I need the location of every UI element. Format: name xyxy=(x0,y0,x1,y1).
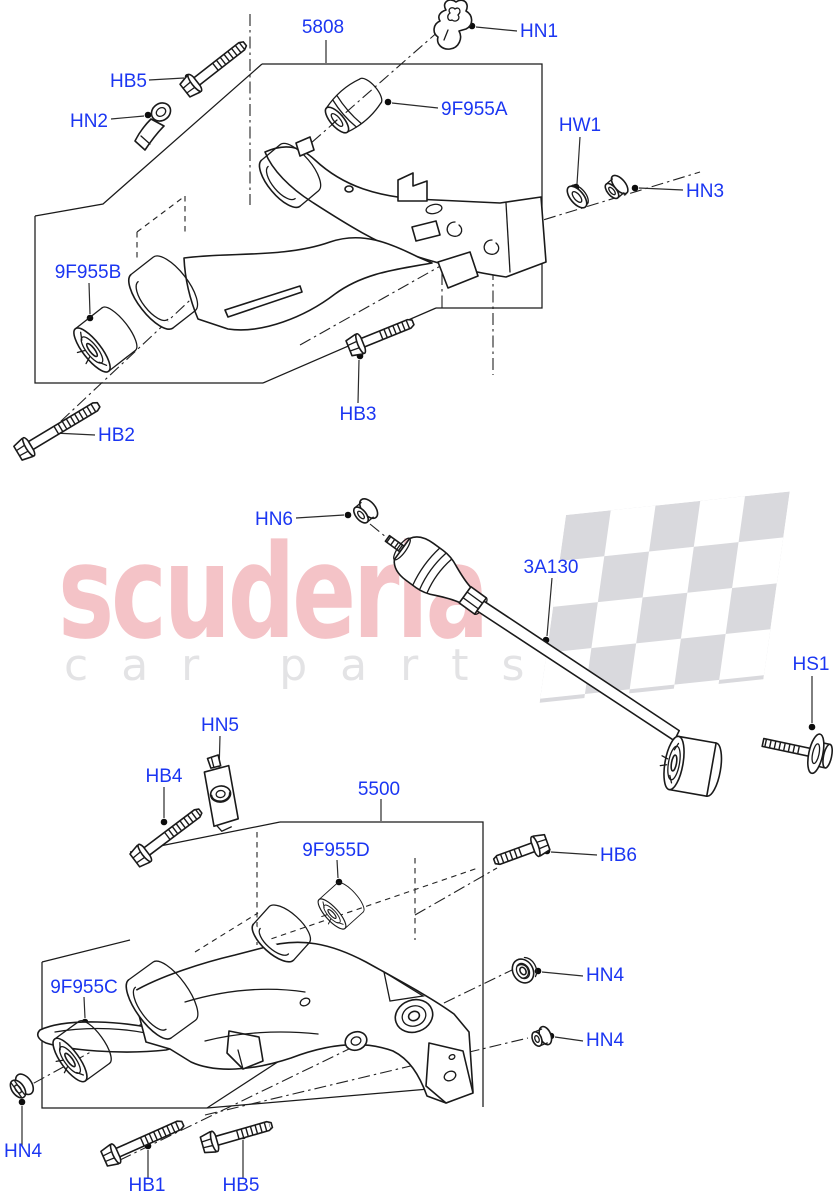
callout-3a130[interactable]: 3A130 xyxy=(524,557,579,578)
clip-nut-hn2 xyxy=(134,102,172,151)
cage-nut-hn5 xyxy=(203,754,240,833)
watermark-tagline: car parts xyxy=(64,640,558,691)
tie-rod-3a130 xyxy=(384,534,723,798)
bolt-hs1 xyxy=(761,733,834,775)
checkered-flag-watermark xyxy=(539,491,790,703)
bolt-hb6 xyxy=(492,833,551,866)
callout-hn2[interactable]: HN2 xyxy=(70,111,108,132)
callout-hn4-bottom-left[interactable]: HN4 xyxy=(4,1141,42,1162)
bushing-9f955a xyxy=(324,77,383,134)
nut-hn4-bottom-left xyxy=(9,1073,35,1099)
callout-hb2[interactable]: HB2 xyxy=(98,425,135,446)
bushing-9f955c xyxy=(52,1020,112,1083)
upper-control-arm xyxy=(128,136,547,331)
callout-9f955d[interactable]: 9F955D xyxy=(302,840,370,861)
nut-hn4-right-lower xyxy=(531,1025,553,1047)
callout-5808[interactable]: 5808 xyxy=(302,17,344,38)
callout-hb5-top[interactable]: HB5 xyxy=(110,71,147,92)
bolt-hb5-top xyxy=(179,41,248,98)
callout-5500[interactable]: 5500 xyxy=(358,779,400,800)
bolt-hb4 xyxy=(129,808,203,868)
callout-hn6[interactable]: HN6 xyxy=(255,509,293,530)
callout-9f955b[interactable]: 9F955B xyxy=(55,262,122,283)
callout-hn4-right-upper[interactable]: HN4 xyxy=(586,965,624,986)
bolt-hb5-bottom xyxy=(199,1120,274,1154)
callout-hn5[interactable]: HN5 xyxy=(201,715,239,736)
callout-hb5-bottom[interactable]: HB5 xyxy=(223,1175,260,1196)
callout-hn1[interactable]: HN1 xyxy=(520,21,558,42)
lower-control-arm xyxy=(36,904,474,1104)
washer-hw1 xyxy=(566,184,589,209)
nut-hn4-right-upper xyxy=(511,956,538,984)
callout-hb6[interactable]: HB6 xyxy=(600,845,637,866)
callout-9f955a[interactable]: 9F955A xyxy=(441,99,508,120)
callout-hn3[interactable]: HN3 xyxy=(686,181,724,202)
bolt-hb3 xyxy=(345,318,415,357)
nut-hn3 xyxy=(604,174,629,200)
bracket-hn1 xyxy=(433,0,473,50)
bolt-hb2 xyxy=(13,401,101,461)
bushing-9f955d xyxy=(317,882,365,930)
callout-hw1[interactable]: HW1 xyxy=(559,115,601,136)
callout-9f955c[interactable]: 9F955C xyxy=(50,977,118,998)
nut-hn6 xyxy=(352,498,379,524)
bolt-hb1 xyxy=(100,1120,185,1167)
callout-labels: 5808 HN1 HB5 HN2 9F955A HW1 HN3 9F955B H… xyxy=(4,17,829,1196)
bushing-9f955b xyxy=(73,306,138,373)
callout-hn4-right-lower[interactable]: HN4 xyxy=(586,1030,624,1051)
callout-hs1[interactable]: HS1 xyxy=(793,654,830,675)
callout-hb4[interactable]: HB4 xyxy=(146,766,183,787)
callout-hb1[interactable]: HB1 xyxy=(129,1175,166,1196)
callout-hb3[interactable]: HB3 xyxy=(340,404,377,425)
